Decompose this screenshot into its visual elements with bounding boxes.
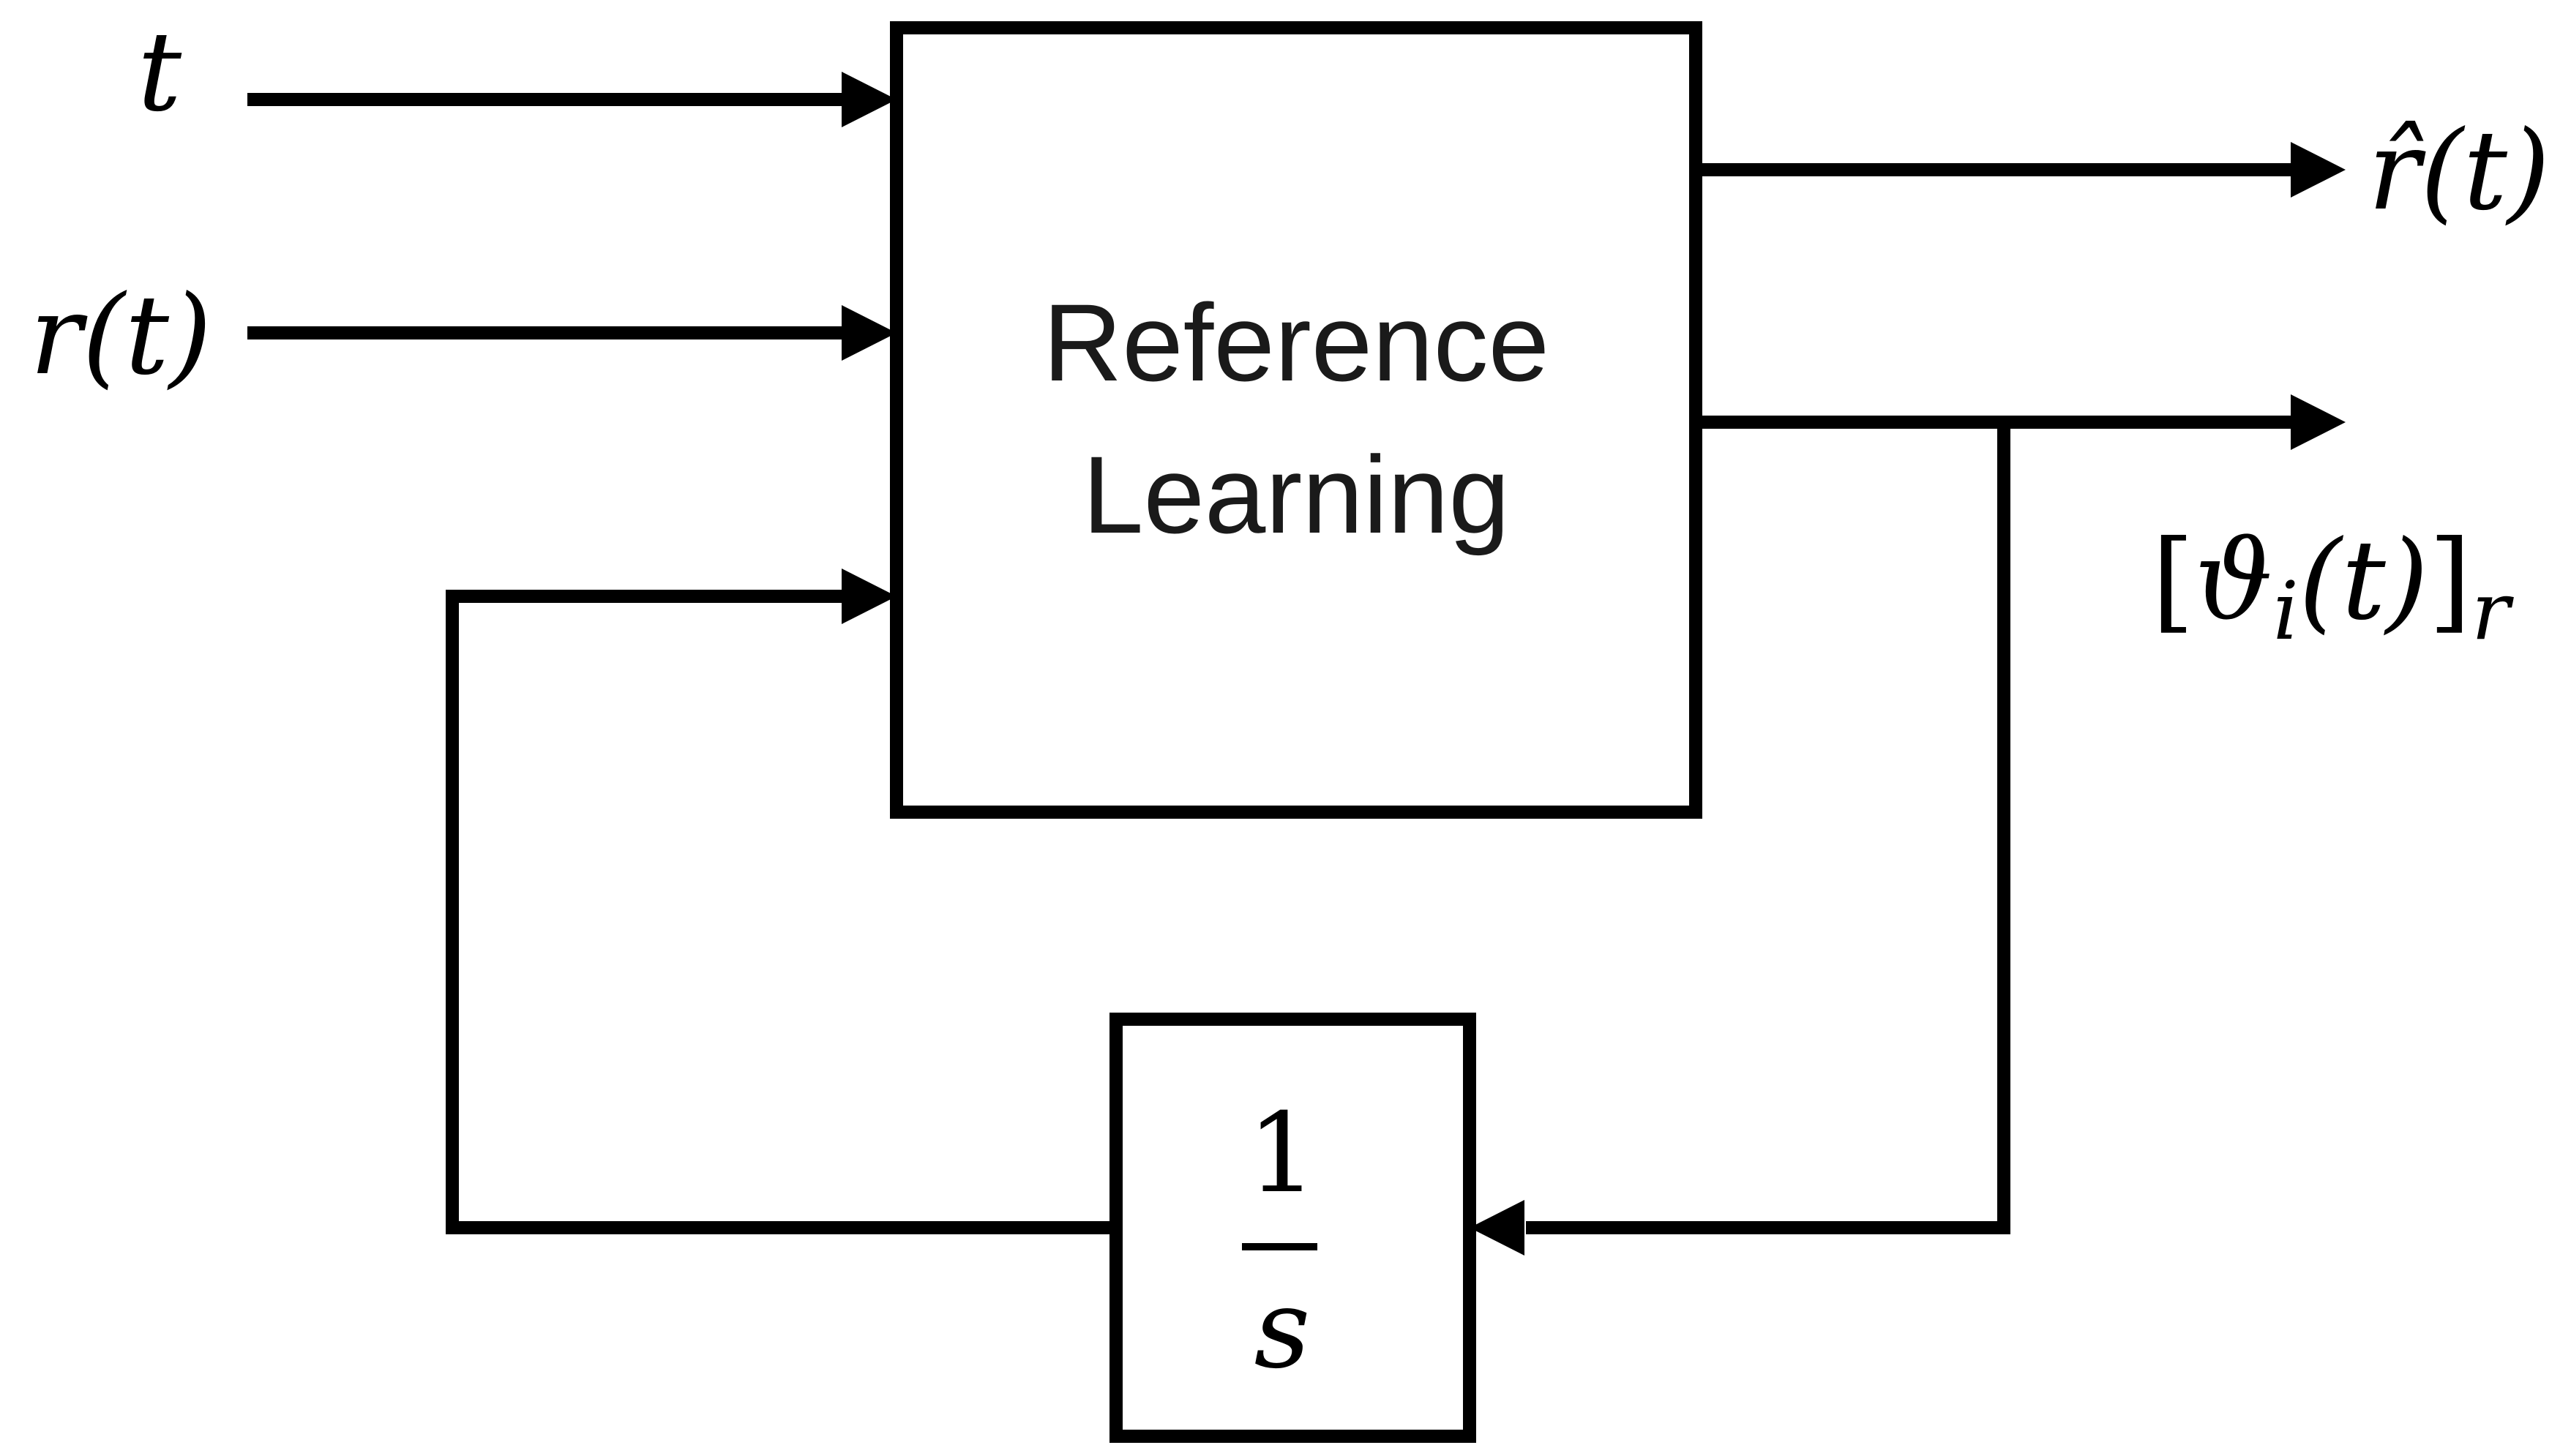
input-r-label: r(t) bbox=[29, 272, 212, 399]
params-subscript: r bbox=[2471, 564, 2515, 658]
integrator-numerator: 1 bbox=[1247, 1090, 1317, 1217]
reference-learning-block bbox=[890, 21, 1702, 819]
params-close-bracket: ] bbox=[2428, 517, 2471, 645]
output-params-label: [ϑi(t)]r bbox=[2152, 517, 2515, 658]
input-t-label: t bbox=[138, 9, 182, 136]
params-argument: (t) bbox=[2299, 517, 2428, 645]
output-rhat-label: r̂(t) bbox=[2368, 108, 2550, 235]
branch-junction bbox=[1997, 416, 2010, 429]
integrator-denominator: s bbox=[1254, 1266, 1311, 1393]
input-r-arrowhead bbox=[842, 305, 897, 361]
feedback-input-arrowhead bbox=[842, 568, 897, 624]
block-label-line2: Learning bbox=[1082, 433, 1510, 556]
block-label-line1: Reference bbox=[1043, 281, 1549, 404]
params-index: i bbox=[2273, 564, 2299, 658]
output-params-arrowhead bbox=[2291, 394, 2346, 450]
feedback-return-wire bbox=[446, 590, 1116, 1234]
output-rhat-arrowhead bbox=[2291, 142, 2346, 198]
params-symbol: ϑ bbox=[2195, 517, 2273, 645]
feedback-branch-wire bbox=[1526, 422, 2010, 1234]
integrator-input-arrowhead bbox=[1470, 1200, 1524, 1256]
params-open-bracket: [ bbox=[2152, 517, 2195, 645]
input-t-arrowhead bbox=[842, 72, 897, 127]
